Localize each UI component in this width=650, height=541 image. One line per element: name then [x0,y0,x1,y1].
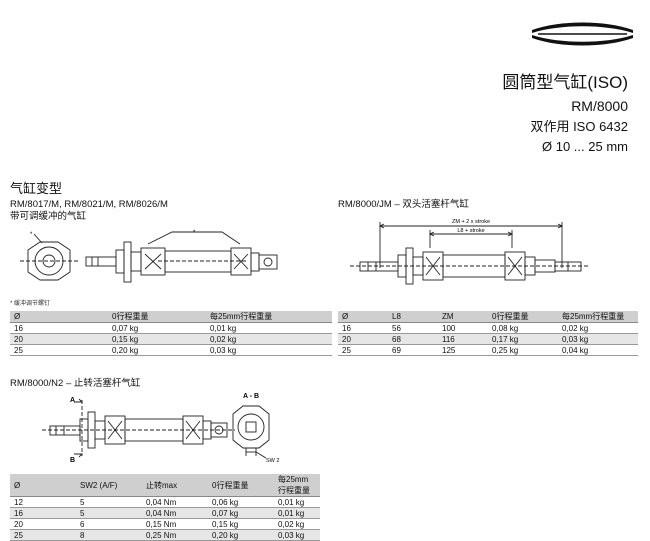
table-cell: 116 [438,333,488,345]
table-cell: 25 [10,529,76,541]
col-header: Ø [338,311,388,323]
table-cell: 68 [388,333,438,345]
table-cell: 5 [76,496,142,508]
table-cell: 0,08 kg [488,322,558,334]
action-type: 双作用 ISO 6432 [530,119,628,134]
cushion-marker-left: * [30,232,33,238]
table-cell: 16 [10,507,76,519]
table-cell: 12 [10,496,76,508]
table-cell: 0,04 Nm [142,496,208,508]
table-cell: 0,06 kg [208,496,274,508]
section-view-label: A - B [243,393,259,400]
table-row: 20 68 116 0,17 kg 0,03 kg [338,333,638,345]
col-header: 0行程重量 [208,474,274,497]
table-cell: 20 [10,518,76,530]
table-cell: 125 [438,344,488,356]
table-row: 20 6 0,15 Nm 0,15 kg 0,02 kg [10,518,320,530]
page-title: 圆筒型气缸(ISO) [502,73,628,92]
table-cell: 100 [438,322,488,334]
cushion-marker-right: * [193,230,196,236]
col-header: 0行程重量 [108,311,206,323]
table-cell: 0,15 kg [208,518,274,530]
table-cell: 20 [10,333,108,345]
table-row: 16 56 100 0,08 kg 0,02 kg [338,322,638,334]
col-header: Ø [10,474,76,497]
col-header: 止转max [142,474,208,497]
table-cell: 16 [10,322,108,334]
model-number: RM/8000 [571,98,628,114]
table-row: 20 0,15 kg 0,02 kg [10,333,332,345]
section-label-a: A [70,397,75,404]
table-cell: 0,03 kg [206,344,332,356]
double-rod-cylinder-drawing: ZM + 2 x stroke L8 + stroke [350,219,590,285]
table-row: 25 0,20 kg 0,03 kg [10,344,332,356]
table-cell: 0,25 Nm [142,529,208,541]
table-cell: 0,20 kg [208,529,274,541]
non-rotating-spec-table: Ø SW2 (A/F) 止转max 0行程重量 每25mm行程重量 12 5 0… [10,474,320,541]
table-cell: 0,01 kg [274,496,320,508]
non-rotating-cylinder-drawing: A B A - B SW 2 [42,393,279,464]
col-header: 每25mm行程重量 [274,474,320,497]
table-row: 16 5 0,04 Nm 0,07 kg 0,01 kg [10,507,320,519]
table-cell: 6 [76,518,142,530]
brand-logo [532,22,633,46]
title-block: 圆筒型气缸(ISO) RM/8000 双作用 ISO 6432 Ø 10 ...… [502,72,628,157]
table-cell: 69 [388,344,438,356]
table-cell: 0,07 kg [108,322,206,334]
table-cell: 0,25 kg [488,344,558,356]
double-rod-title: RM/8000/JM – 双头活塞杆气缸 [338,199,469,210]
section-title: 气缸变型 [10,181,63,196]
table-cell: 0,17 kg [488,333,558,345]
table-cell: 5 [76,507,142,519]
table-cell: 0,04 Nm [142,507,208,519]
table-header-row: Ø SW2 (A/F) 止转max 0行程重量 每25mm行程重量 [10,474,320,497]
table-header-row: Ø L8 ZM 0行程重量 每25mm行程重量 [338,311,638,323]
table-row: 25 69 125 0,25 kg 0,04 kg [338,344,638,356]
table-cell: 25 [338,344,388,356]
col-header: L8 [388,311,438,323]
dim-zm-label: ZM + 2 x stroke [452,219,490,225]
col-header: 每25mm行程重量 [558,311,638,323]
col-header: Ø [10,311,108,323]
table-cell: 0,03 kg [274,529,320,541]
double-rod-spec-table: Ø L8 ZM 0行程重量 每25mm行程重量 16 56 100 0,08 k… [338,311,638,356]
table-cell: 0,15 kg [108,333,206,345]
col-header: SW2 (A/F) [76,474,142,497]
table-cell: 0,15 Nm [142,518,208,530]
table-cell: 8 [76,529,142,541]
table-cell: 16 [338,322,388,334]
cushion-spec-table: Ø 0行程重量 每25mm行程重量 16 0,07 kg 0,01 kg 20 … [10,311,332,356]
table-cell: 25 [10,344,108,356]
table-cell: 0,04 kg [558,344,638,356]
col-header: 每25mm行程重量 [206,311,332,323]
section-label-b: B [70,457,75,464]
table-cell: 0,20 kg [108,344,206,356]
table-row: 25 8 0,25 Nm 0,20 kg 0,03 kg [10,529,320,541]
table-cell: 0,03 kg [558,333,638,345]
table-cell: 0,02 kg [206,333,332,345]
dim-sw2-label: SW 2 [266,458,279,464]
non-rotating-title: RM/8000/N2 – 止转活塞杆气缸 [10,378,141,389]
col-header: 0行程重量 [488,311,558,323]
table-cell: 0,07 kg [208,507,274,519]
table-cell: 56 [388,322,438,334]
cushion-cylinder-drawing: * * [20,230,278,283]
col-header: ZM [438,311,488,323]
table-header-row: Ø 0行程重量 每25mm行程重量 [10,311,332,323]
dim-l8-label: L8 + stroke [457,228,484,234]
cushion-footnote: * 缓冲调节螺钉 [10,301,51,307]
cushion-models: RM/8017/M, RM/8021/M, RM/8026/M [10,199,168,210]
bore-range: Ø 10 ... 25 mm [542,139,628,154]
table-cell: 0,02 kg [274,518,320,530]
cushion-description: 带可调缓冲的气缸 [10,211,87,222]
table-row: 16 0,07 kg 0,01 kg [10,322,332,334]
table-cell: 0,01 kg [274,507,320,519]
table-cell: 20 [338,333,388,345]
table-cell: 0,02 kg [558,322,638,334]
table-row: 12 5 0,04 Nm 0,06 kg 0,01 kg [10,496,320,508]
table-cell: 0,01 kg [206,322,332,334]
